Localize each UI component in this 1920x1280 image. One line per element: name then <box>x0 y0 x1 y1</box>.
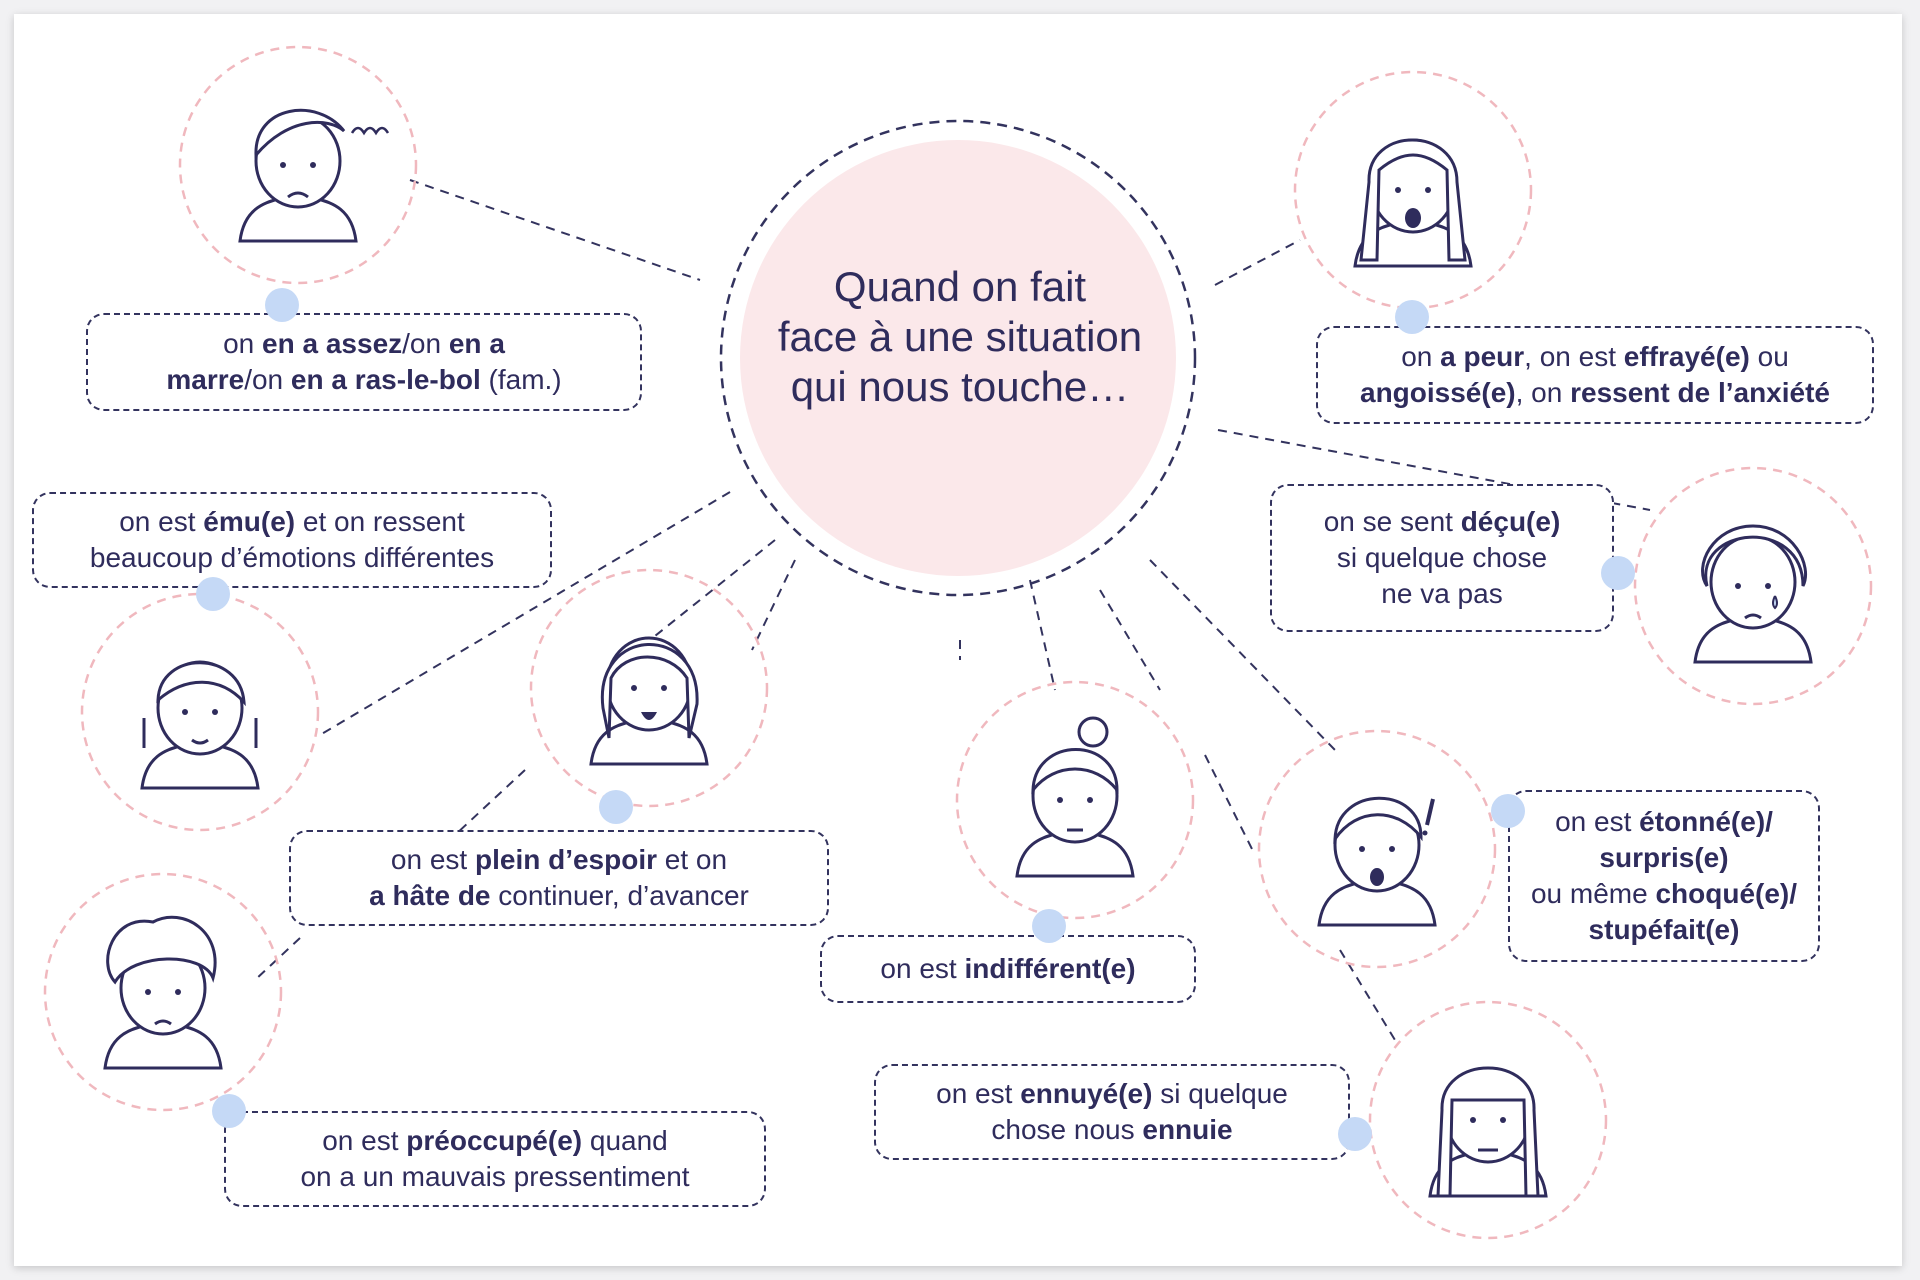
emotion-bubble-emu: on est ému(e) et on ressent beaucoup d’ém… <box>32 492 552 588</box>
central-question: Quand on fait face à une situation qui n… <box>720 262 1200 412</box>
connector-dot <box>1395 300 1429 334</box>
central-question-line: qui nous touche… <box>790 363 1130 410</box>
bubble-text-run: et on ressent <box>295 506 465 537</box>
bubble-text-run: quand <box>582 1125 668 1156</box>
bubble-text-run: on est <box>880 953 965 984</box>
emphasis-text: ennuyé(e) <box>1020 1078 1153 1109</box>
bubble-text: on a peur, on est effrayé(e) ou angoissé(… <box>1360 339 1830 411</box>
bubble-text: on est préoccupé(e) quand on a un mauvais… <box>300 1123 689 1195</box>
emotion-bubble-etonne: on est étonné(e)/ surpris(e) ou même choqu… <box>1508 790 1820 962</box>
emphasis-text: en a <box>448 328 505 359</box>
emotion-bubble-peur: on a peur, on est effrayé(e) ou angoissé(… <box>1316 326 1874 424</box>
bubble-text-run: /on <box>402 328 449 359</box>
emphasis-text: ému(e) <box>203 506 296 537</box>
connector-lines <box>254 179 1651 1041</box>
emotion-bubble-en-a-assez: on en a assez/on en a marre/on en a ras-l… <box>86 313 642 411</box>
central-question-line: Quand on fait <box>833 263 1087 310</box>
emphasis-text: préoccupé(e) <box>406 1125 583 1156</box>
character-faces <box>103 108 1813 1198</box>
bubble-text-run: on est <box>119 506 204 537</box>
emphasis-text: choqué(e)/ <box>1655 878 1798 909</box>
bubble-text-run: on se sent <box>1323 506 1461 537</box>
emphasis-text: indifférent(e) <box>964 953 1136 984</box>
emphasis-text: déçu(e) <box>1460 506 1561 537</box>
bubble-text-run: on est <box>390 844 475 875</box>
bubble-text-run: on est <box>936 1078 1021 1109</box>
bubble-text-run: ou <box>1749 341 1789 372</box>
bubble-text: on est indifférent(e) <box>880 951 1135 987</box>
bubble-text-run: on est <box>322 1125 407 1156</box>
bubble-text: on est étonné(e)/ surpris(e) ou même choqu… <box>1531 804 1797 948</box>
connector-dot <box>1338 1117 1372 1151</box>
connector-dot <box>599 790 633 824</box>
emotion-bubble-ennuye: on est ennuyé(e) si quelque chose nous en… <box>874 1064 1350 1160</box>
emphasis-text: a peur <box>1440 341 1525 372</box>
emphasis-text: ennuie <box>1142 1114 1233 1145</box>
central-question-line: face à une situation <box>777 313 1143 360</box>
emotion-bubble-preoccupe: on est préoccupé(e) quand on a un mauvais… <box>224 1111 766 1207</box>
bubble-text-run: , on est <box>1524 341 1624 372</box>
bubble-text-run: chose nous <box>991 1114 1143 1145</box>
emotion-bubble-indifferent: on est indifférent(e) <box>820 935 1196 1003</box>
connector-dot <box>265 288 299 322</box>
emphasis-text: angoissé(e) <box>1360 377 1516 408</box>
bubble-text: on est ennuyé(e) si quelque chose nous en… <box>936 1076 1288 1148</box>
bubble-text: on est ému(e) et on ressent beaucoup d’ém… <box>90 504 494 576</box>
emphasis-text: plein d’espoir <box>474 844 658 875</box>
emphasis-text: en a ras-le-bol <box>290 364 481 395</box>
bubble-text-run: et on <box>657 844 728 875</box>
bubble-text-run: (fam.) <box>480 364 562 395</box>
emotion-bubble-espoir: on est plein d’espoir et on a hâte de con… <box>289 830 829 926</box>
emphasis-text: surpris(e) <box>1599 842 1729 873</box>
emphasis-text: effrayé(e) <box>1623 341 1750 372</box>
connector-dot <box>1032 909 1066 943</box>
emphasis-text: stupéfait(e) <box>1588 914 1740 945</box>
emphasis-text: en a assez <box>262 328 403 359</box>
bubble-text-run: si quelque chose <box>1336 542 1548 573</box>
bubble-text-run: /on <box>244 364 291 395</box>
center-circle-fill <box>740 140 1176 576</box>
emotion-bubble-decu: on se sent déçu(e) si quelque chose ne va … <box>1270 484 1614 632</box>
bubble-text-run: ne va pas <box>1381 578 1503 609</box>
bubble-text-run: on est <box>1555 806 1640 837</box>
bubble-text-run: on a un mauvais pressentiment <box>300 1161 690 1192</box>
bubble-text-run: beaucoup d’émotions différentes <box>89 542 495 573</box>
emphasis-text: ressent de l’anxiété <box>1570 377 1830 408</box>
connector-dot <box>212 1094 246 1128</box>
bubble-text: on est plein d’espoir et on a hâte de con… <box>369 842 749 914</box>
character-rings <box>43 45 1873 1240</box>
bubble-text-run: continuer, d’avancer <box>490 880 749 911</box>
emphasis-text: marre <box>166 364 245 395</box>
center-circle <box>719 119 1197 597</box>
bubble-text-run: , on <box>1515 377 1571 408</box>
bubble-text: on se sent déçu(e) si quelque chose ne va … <box>1324 504 1561 612</box>
connector-dot <box>1601 556 1635 590</box>
connector-dot <box>1491 794 1525 828</box>
emphasis-text: a hâte de <box>369 880 491 911</box>
emphasis-text: étonné(e)/ <box>1639 806 1773 837</box>
bubble-text-run: on <box>223 328 263 359</box>
connector-dot <box>196 577 230 611</box>
bubble-text-run: ou même <box>1530 878 1656 909</box>
bubble-text: on en a assez/on en a marre/on en a ras-l… <box>166 326 561 398</box>
bubble-text-run: on <box>1401 341 1441 372</box>
bubble-text-run: si quelque <box>1152 1078 1288 1109</box>
